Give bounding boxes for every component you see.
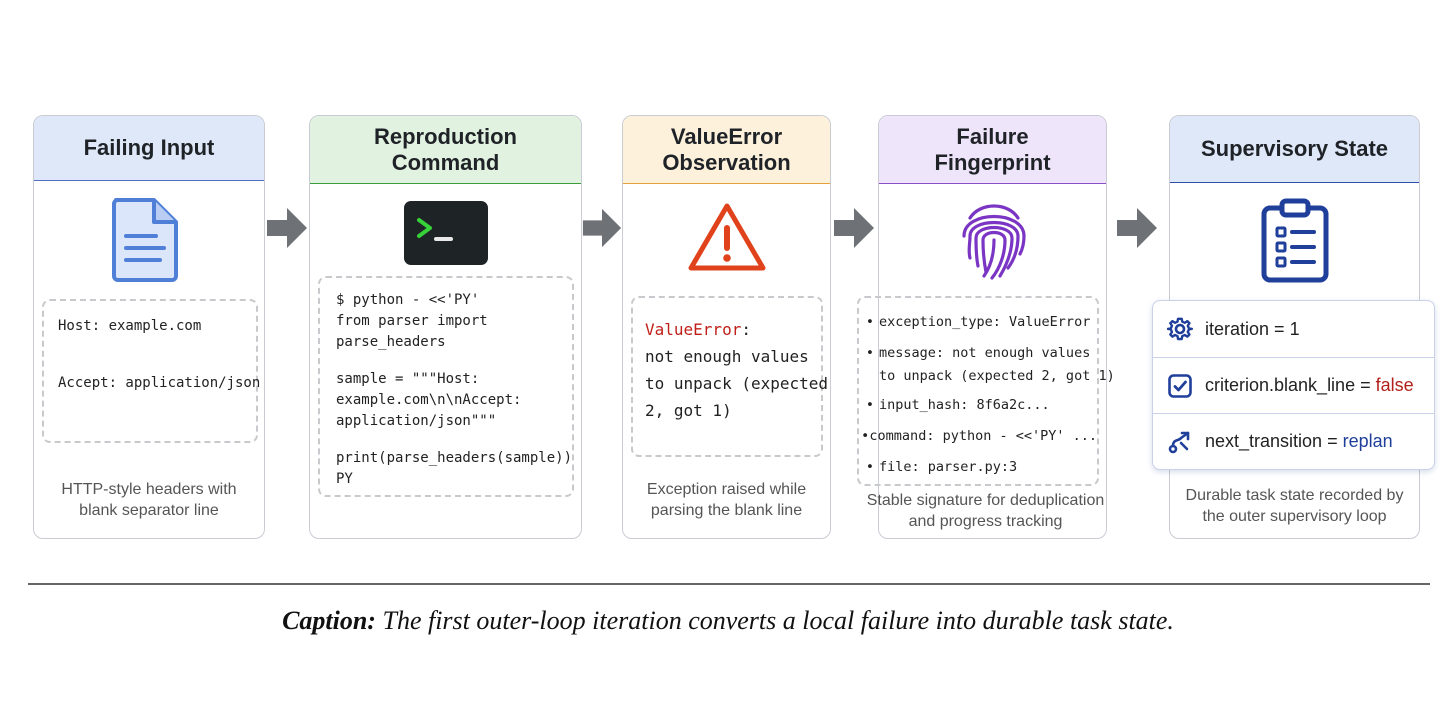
card-description: Exception raised while parsing the blank… xyxy=(623,479,830,521)
fingerprint-icon xyxy=(962,204,1026,280)
state-key: criterion.blank_line xyxy=(1205,375,1356,395)
state-eq: = xyxy=(1322,431,1343,451)
description-line: blank separator line xyxy=(79,502,219,519)
flow-arrow-icon xyxy=(1117,208,1157,248)
document-icon xyxy=(112,198,178,282)
field-text: message: not enough values xyxy=(879,345,1091,361)
caption-divider xyxy=(28,583,1430,585)
card-title: Failing Input xyxy=(83,135,215,160)
card-title: Supervisory State xyxy=(1200,136,1389,161)
state-eq: = xyxy=(1355,375,1376,395)
code-line: print(parse_headers(sample)) xyxy=(336,450,573,466)
code-line: $ python - <<'PY' xyxy=(336,292,480,308)
state-key: iteration xyxy=(1205,318,1270,339)
error-message-line: 2, got 1) xyxy=(645,401,732,420)
card-header: ValueError Observation xyxy=(623,116,830,184)
fingerprint-field: •file: parser.py:3 xyxy=(859,457,1097,477)
card-title-line: Reproduction xyxy=(374,123,517,149)
description-line: parsing the blank line xyxy=(650,502,803,519)
bullet: • xyxy=(861,428,870,444)
bullet: • xyxy=(865,345,875,361)
transition-icon xyxy=(1168,431,1190,453)
card-description: Stable signature for deduplication and p… xyxy=(855,490,1116,532)
field-text: exception_type: ValueError xyxy=(879,314,1091,330)
input-code-box: Host: example.com Accept: application/js… xyxy=(42,299,261,443)
state-eq: = xyxy=(1269,318,1290,339)
fingerprint-field: •command: python - <<'PY' ... xyxy=(859,426,1097,446)
state-value: 1 xyxy=(1289,318,1300,339)
gear-icon xyxy=(1167,317,1193,341)
card-reproduction-command: Reproduction Command $ python - <<'PY' f… xyxy=(309,115,582,539)
flow-arrow-icon xyxy=(582,208,622,248)
error-name: ValueError xyxy=(645,320,742,339)
field-text: file: parser.py:3 xyxy=(879,459,1018,475)
state-value: false xyxy=(1375,375,1414,395)
state-value: replan xyxy=(1342,431,1393,451)
caption-text: The first outer-loop iteration converts … xyxy=(375,606,1174,635)
code-line: example.com\n\nAccept: xyxy=(336,392,522,408)
flow-arrow-icon xyxy=(834,208,874,248)
terminal-icon xyxy=(404,201,488,265)
error-message-line: not enough values xyxy=(645,347,809,366)
card-header: Failing Input xyxy=(34,116,264,181)
card-header: Failure Fingerprint xyxy=(879,116,1106,184)
bullet: • xyxy=(865,459,875,475)
state-row-criterion: criterion.blank_line = false xyxy=(1153,357,1434,413)
code-line: PY xyxy=(336,471,353,487)
caption-label: Caption: xyxy=(282,606,376,635)
figure-caption: Caption: The first outer-loop iteration … xyxy=(68,606,1388,636)
flow-arrow-icon xyxy=(267,208,307,248)
card-failure-fingerprint: Failure Fingerprint •exception_type: Val… xyxy=(857,115,1115,539)
description-line: and progress tracking xyxy=(908,513,1063,530)
code-line: Host: example.com xyxy=(58,318,202,334)
error-message-line: to unpack (expected xyxy=(645,374,829,393)
card-header: Reproduction Command xyxy=(310,116,581,184)
field-text: command: python - <<'PY' ... xyxy=(869,428,1097,444)
card-title-line: Command xyxy=(391,149,500,175)
card-description: HTTP-style headers with blank separator … xyxy=(34,479,264,521)
description-line: HTTP-style headers with xyxy=(61,481,237,498)
state-panel: iteration = 1 criterion.blank_line = fal… xyxy=(1152,300,1435,470)
error-title-line: ValueError: xyxy=(645,316,821,343)
command-code-box: $ python - <<'PY' from parser import par… xyxy=(318,276,574,497)
clipboard-icon xyxy=(1261,198,1329,283)
code-line: parse_headers xyxy=(336,334,446,350)
card-title-line: Observation xyxy=(662,149,791,175)
description-line: Exception raised while xyxy=(646,481,807,498)
description-line: the outer supervisory loop xyxy=(1202,508,1387,525)
fingerprint-field: •input_hash: 8f6a2c... xyxy=(859,395,1097,415)
state-key: next_transition xyxy=(1205,431,1323,451)
bullet: • xyxy=(865,397,875,413)
code-line: from parser import xyxy=(336,313,488,329)
error-colon: : xyxy=(741,320,751,339)
state-row-iteration: iteration = 1 xyxy=(1153,301,1434,357)
fingerprint-field-continued: to unpack (expected 2, got 1) xyxy=(859,366,1115,386)
description-line: Stable signature for deduplication xyxy=(866,492,1105,509)
code-line: application/json""" xyxy=(336,413,497,429)
bullet: • xyxy=(865,314,875,330)
fingerprint-field: •message: not enough values xyxy=(859,343,1097,363)
fingerprint-fields-box: •exception_type: ValueError •message: no… xyxy=(857,296,1115,486)
code-line: Accept: application/json xyxy=(58,375,261,391)
checkbox-icon xyxy=(1168,373,1192,398)
error-box: ValueError: not enough values to unpack … xyxy=(631,296,829,457)
card-header: Supervisory State xyxy=(1170,116,1419,183)
card-title-line: Failure xyxy=(956,123,1029,149)
fingerprint-field: •exception_type: ValueError xyxy=(859,312,1097,332)
warning-icon xyxy=(688,203,766,271)
card-title-line: ValueError xyxy=(670,123,783,149)
card-failing-input: Failing Input Host: example.com Accept: … xyxy=(33,115,265,539)
card-description: Durable task state recorded by the outer… xyxy=(1170,485,1419,527)
state-row-transition: next_transition = replan xyxy=(1153,413,1434,469)
description-line: Durable task state recorded by xyxy=(1185,487,1404,504)
field-text: to unpack (expected 2, got 1) xyxy=(879,368,1115,384)
card-valueerror-observation: ValueError Observation ValueError: not e… xyxy=(622,115,831,539)
field-text: input_hash: 8f6a2c... xyxy=(879,397,1050,413)
card-title-line: Fingerprint xyxy=(934,149,1051,175)
code-line: sample = """Host: xyxy=(336,371,480,387)
